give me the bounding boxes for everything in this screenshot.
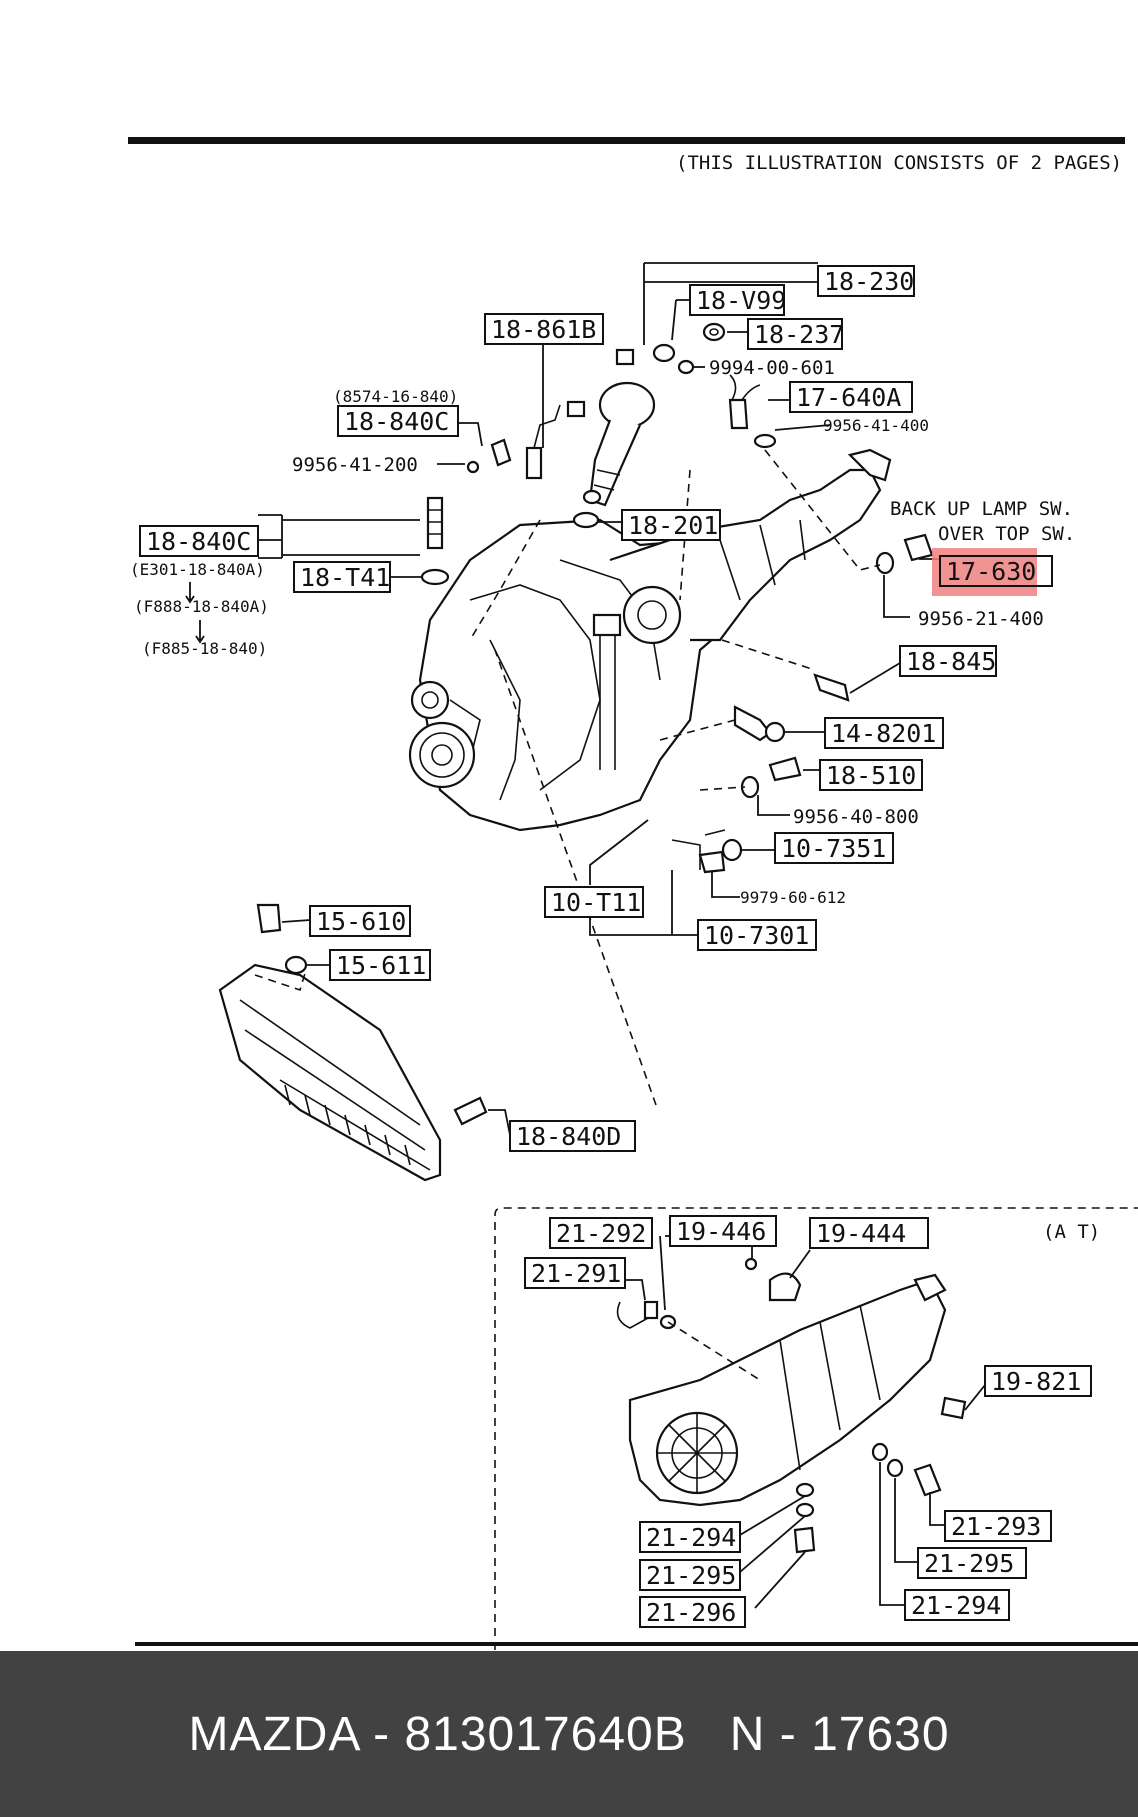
label-19-444: 19-444 (816, 1219, 906, 1248)
engine-small-parts (420, 322, 934, 874)
distributor (598, 381, 656, 429)
at-section (494, 1207, 1138, 1650)
label-14-8201: 14-8201 (831, 719, 936, 748)
label-19-446: 19-446 (676, 1217, 766, 1246)
label-18-237: 18-237 (754, 320, 844, 349)
label-21-292: 21-292 (556, 1219, 646, 1248)
header-note: (THIS ILLUSTRATION CONSISTS OF 2 PAGES) (676, 152, 1122, 174)
caption-at: (A T) (1043, 1221, 1100, 1243)
leader-lines (254, 262, 986, 1609)
label-18-845: 18-845 (906, 647, 996, 676)
label-21-293: 21-293 (951, 1512, 1041, 1541)
connector-icon (615, 348, 635, 366)
caption-over-top: OVER TOP SW. (938, 523, 1075, 545)
label-21-296: 21-296 (646, 1598, 736, 1627)
label-18-840d: 18-840D (516, 1122, 621, 1151)
label-9979-60-612: 9979-60-612 (740, 888, 846, 907)
label-18-201: 18-201 (628, 511, 718, 540)
label-17-630: 17-630 (946, 557, 1036, 586)
label-18-840c-left: 18-840C (146, 527, 251, 556)
label-9956-40-800: 9956-40-800 (793, 806, 919, 828)
label-18-230: 18-230 (824, 267, 914, 296)
bottom-rule (135, 1642, 1138, 1646)
label-8574-16-840: (8574-16-840) (333, 387, 458, 406)
radiator (218, 903, 488, 1182)
parts-diagram: (THIS ILLUSTRATION CONSISTS OF 2 PAGES) (128, 137, 1138, 1650)
label-19-821: 19-821 (991, 1367, 1081, 1396)
engine-assembly (408, 381, 892, 832)
label-18-v99: 18-V99 (696, 286, 786, 315)
label-18-510: 18-510 (826, 761, 916, 790)
label-f885: (F885-18-840) (142, 639, 267, 658)
label-9956-21-400: 9956-21-400 (918, 608, 1044, 630)
label-9956-41-400: 9956-41-400 (823, 416, 929, 435)
footer-part-number: MAZDA - 813017640B N - 17630 (188, 1707, 950, 1761)
label-18-861b: 18-861B (491, 315, 596, 344)
label-21-295-right: 21-295 (924, 1549, 1014, 1578)
caption-backup-lamp: BACK UP LAMP SW. (890, 498, 1073, 520)
label-17-640a: 17-640A (796, 383, 901, 412)
label-15-610: 15-610 (316, 907, 406, 936)
footer-bar: MAZDA - 813017640B N - 17630 (0, 1651, 1138, 1817)
label-18-840c-top: 18-840C (344, 407, 449, 436)
label-21-294-right: 21-294 (911, 1591, 1001, 1620)
label-e301: (E301-18-840A) (130, 560, 265, 579)
label-18-t41: 18-T41 (300, 563, 390, 592)
label-10-7351: 10-7351 (781, 834, 886, 863)
label-21-291: 21-291 (531, 1259, 621, 1288)
label-15-611: 15-611 (336, 951, 426, 980)
label-21-295-left: 21-295 (646, 1561, 736, 1590)
top-rule (128, 137, 1125, 144)
part-labels: 18-230 18-V99 18-237 9994-00-601 17-640A… (130, 265, 1100, 1628)
label-f888: (F888-18-840A) (134, 597, 269, 616)
label-9994-00-601: 9994-00-601 (709, 357, 835, 379)
label-10-t11: 10-T11 (551, 888, 641, 917)
label-21-294-left: 21-294 (646, 1523, 736, 1552)
label-9956-41-200: 9956-41-200 (292, 454, 418, 476)
label-10-7301: 10-7301 (704, 921, 809, 950)
